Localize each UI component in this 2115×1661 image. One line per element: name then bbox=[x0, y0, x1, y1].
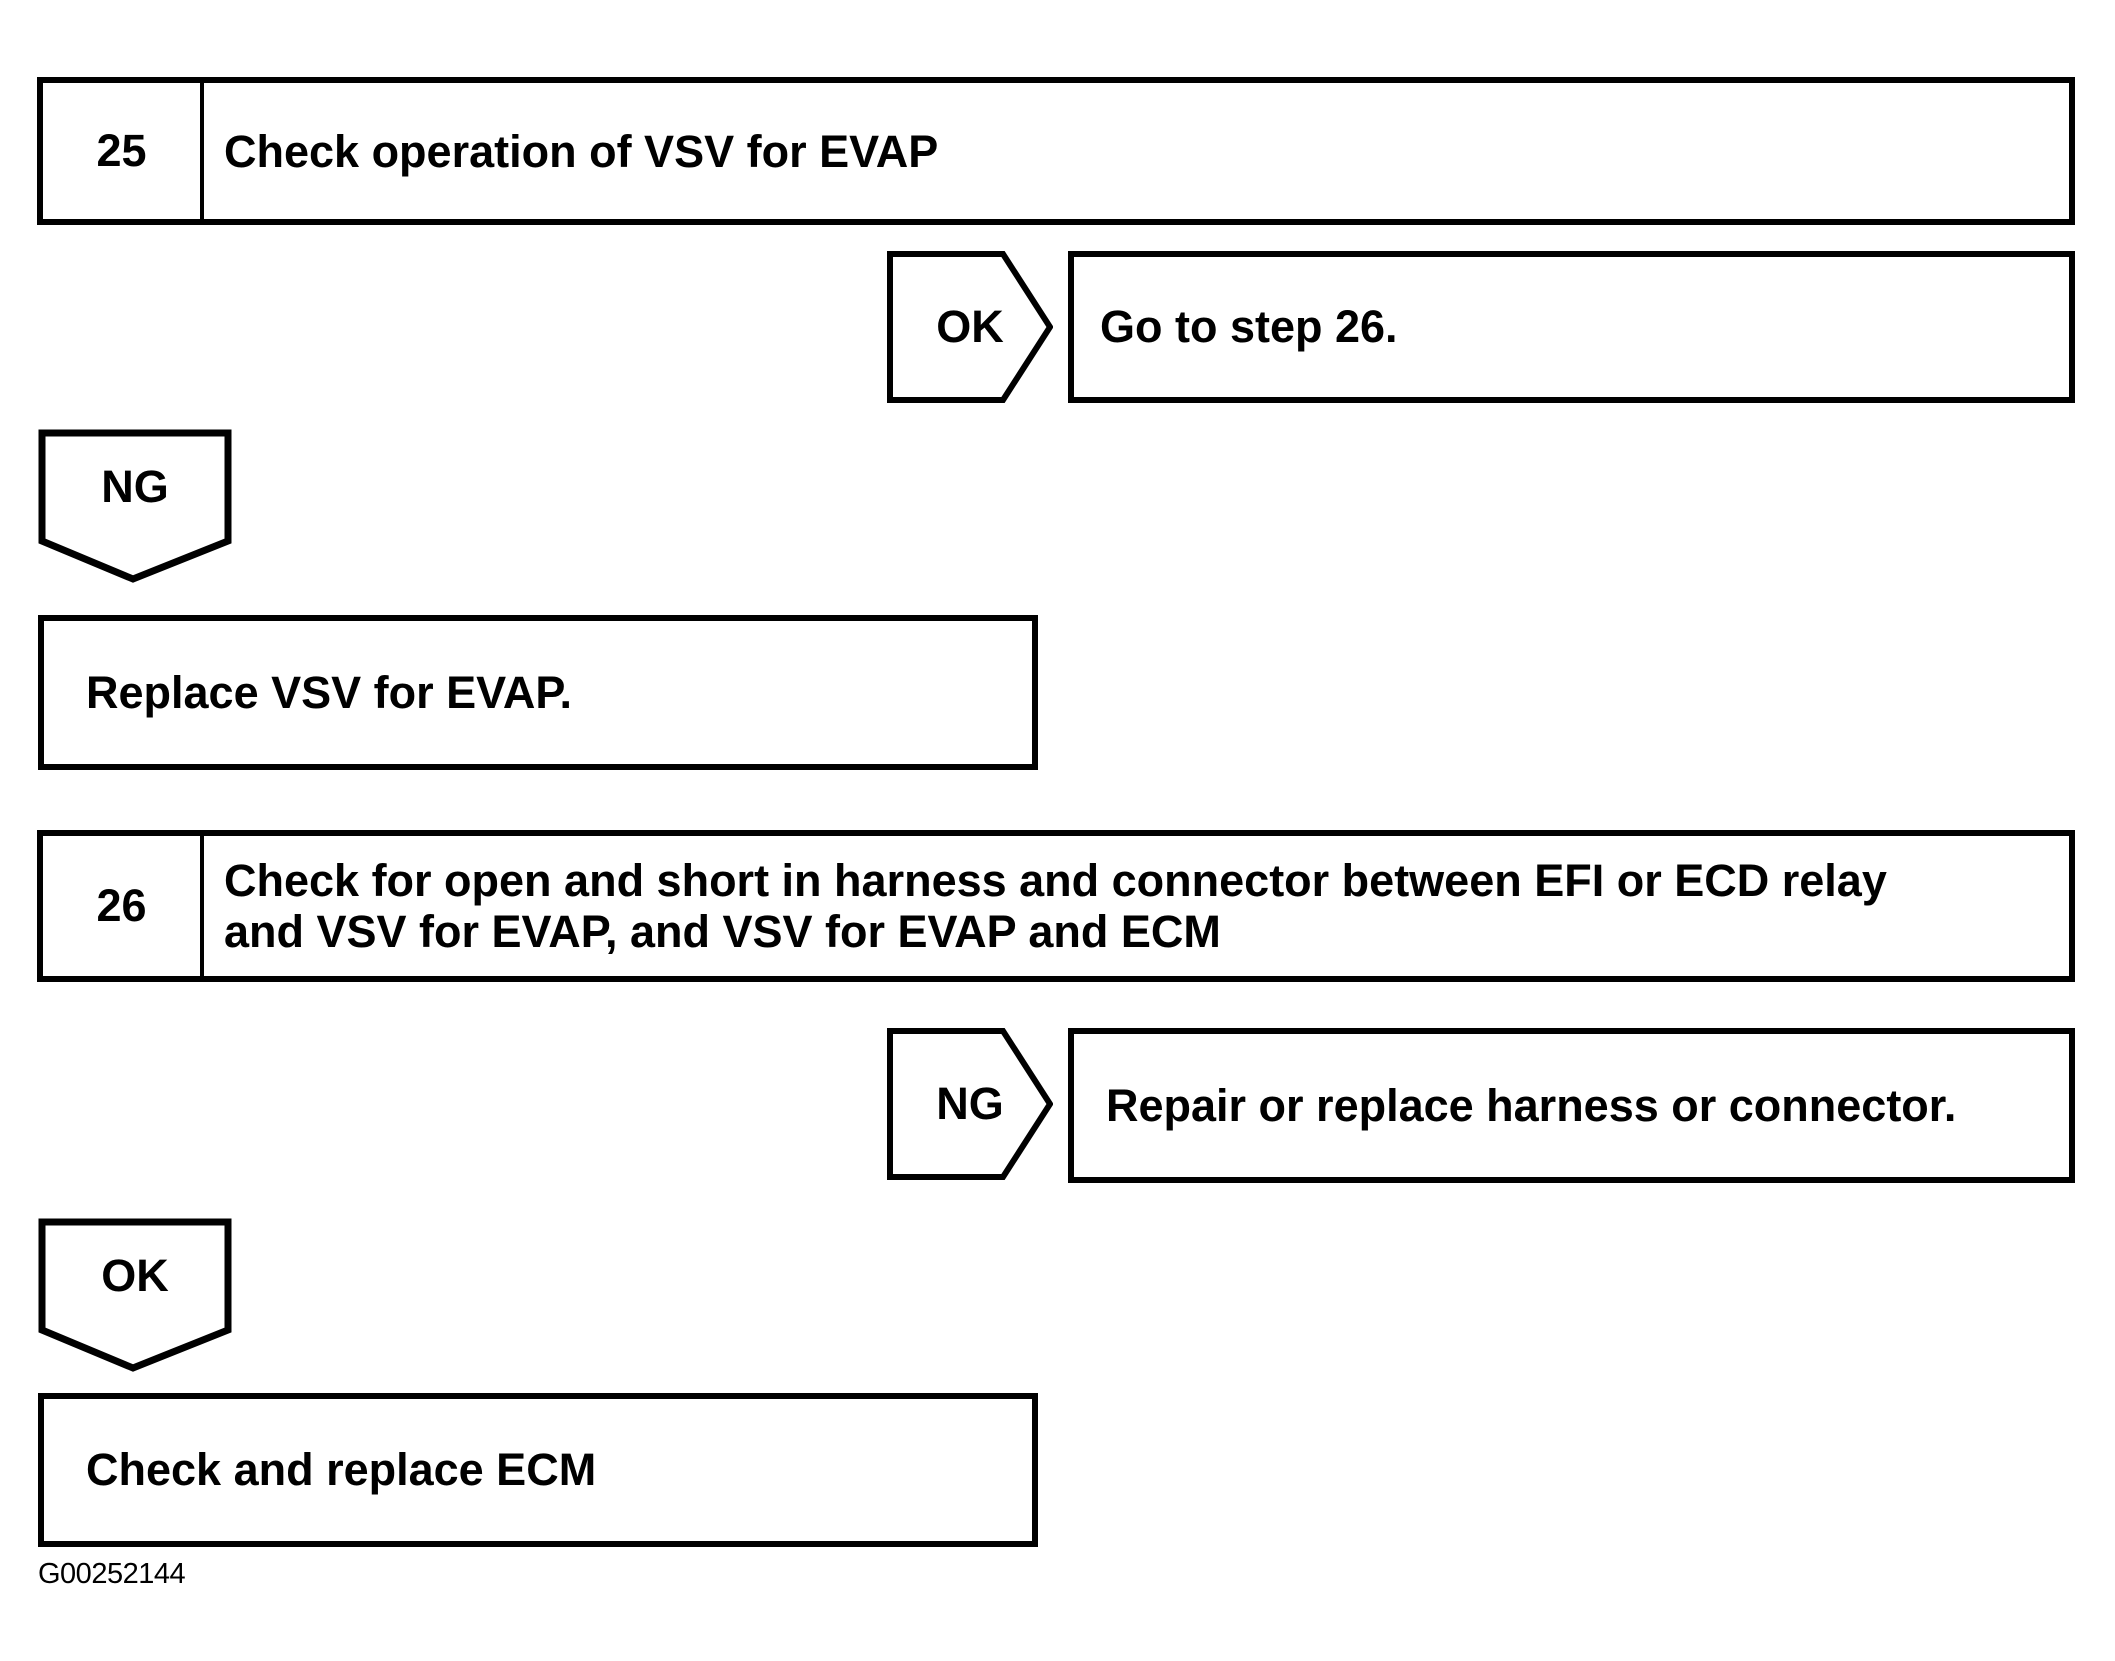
step-25-ok-branch: OK bbox=[887, 251, 1053, 403]
step-25-row: 25 Check operation of VSV for EVAP bbox=[37, 77, 2075, 225]
step-26-ng-branch: NG bbox=[887, 1028, 1053, 1180]
step-26-row: 26 Check for open and short in harness a… bbox=[37, 830, 2075, 982]
step-26-ok-action-text: Check and replace ECM bbox=[86, 1444, 597, 1495]
step-26-ng-label: NG bbox=[936, 1078, 1004, 1129]
step-25-ok-label: OK bbox=[936, 301, 1004, 352]
step-26-number: 26 bbox=[43, 836, 204, 976]
step-26-ng-action-box: Repair or replace harness or connector. bbox=[1068, 1028, 2075, 1183]
arrow-down-pentagon-icon bbox=[38, 429, 232, 583]
step-25-instruction: Check operation of VSV for EVAP bbox=[224, 125, 939, 177]
step-26-ng-action-text: Repair or replace harness or connector. bbox=[1106, 1079, 1957, 1131]
step-25-ng-action-box: Replace VSV for EVAP. bbox=[38, 615, 1038, 770]
step-25-ok-action-text: Go to step 26. bbox=[1100, 301, 1398, 352]
arrow-down-pentagon-icon bbox=[38, 1218, 232, 1372]
figure-id-label: G00252144 bbox=[38, 1558, 186, 1590]
step-25-ng-branch: NG bbox=[38, 429, 232, 583]
step-25-ok-action-box: Go to step 26. bbox=[1068, 251, 2075, 403]
step-25-ng-action-text: Replace VSV for EVAP. bbox=[86, 666, 573, 718]
arrow-right-pentagon-icon bbox=[887, 1028, 1053, 1180]
step-26-instruction: Check for open and short in harness and … bbox=[224, 855, 1887, 957]
step-26-ok-action-box: Check and replace ECM bbox=[38, 1393, 1038, 1547]
step-25-number: 25 bbox=[43, 83, 204, 219]
arrow-right-pentagon-icon bbox=[887, 251, 1053, 403]
step-26-ok-label: OK bbox=[101, 1250, 169, 1301]
step-25-ng-label: NG bbox=[101, 461, 169, 512]
step-26-ok-branch: OK bbox=[38, 1218, 232, 1372]
